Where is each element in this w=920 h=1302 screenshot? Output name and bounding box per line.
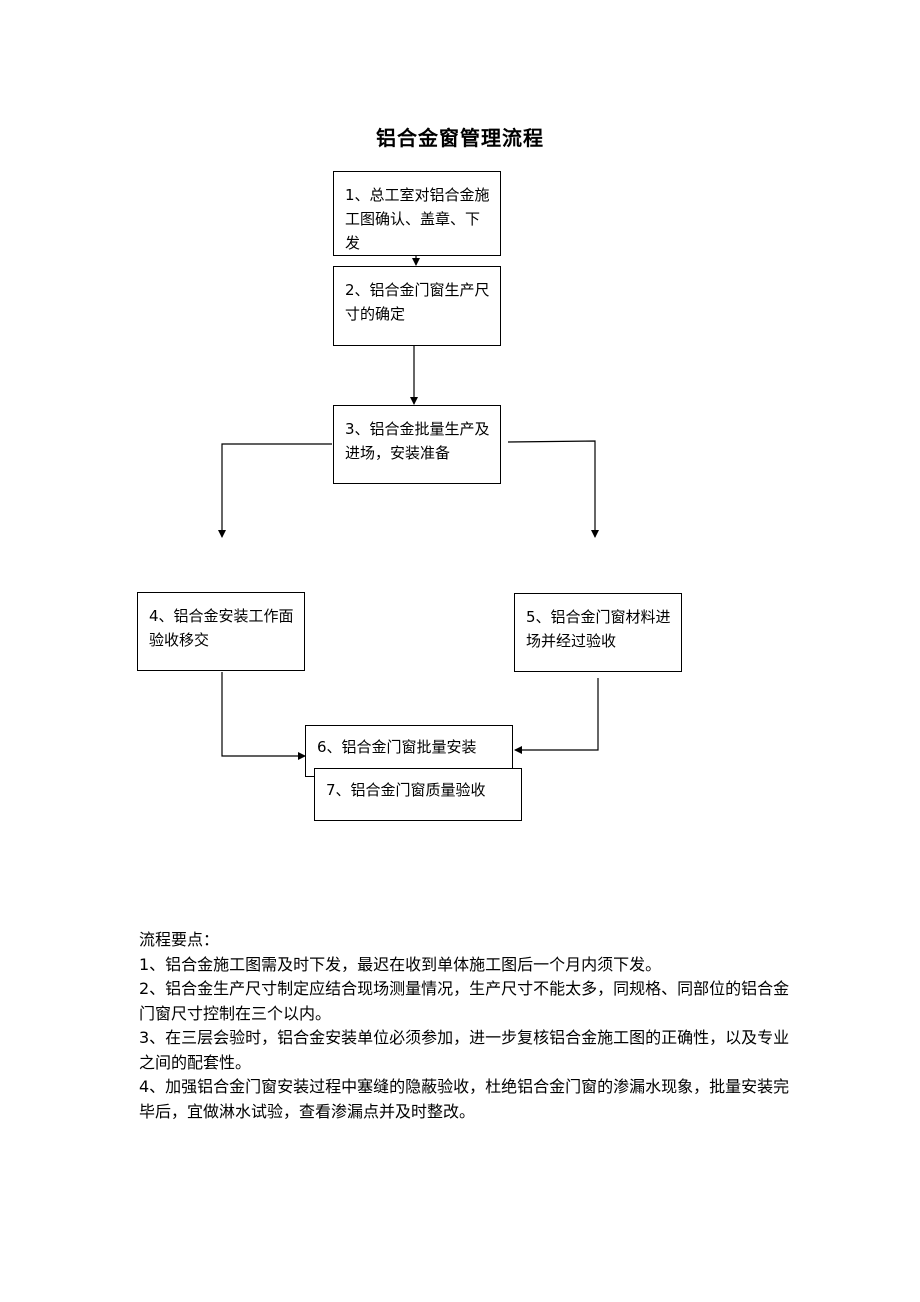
note-item-3: 3、在三层会验时，铝合金安装单位必须参加，进一步复核铝合金施工图的正确性，以及专… <box>139 1028 790 1072</box>
step-1-box: 1、总工室对铝合金施工图确认、盖章、下发 <box>333 171 501 256</box>
step-6-label: 6、铝合金门窗批量安装 <box>317 738 477 756</box>
note-item-4: 4、加强铝合金门窗安装过程中塞缝的隐蔽验收，杜绝铝合金门窗的渗漏水现象，批量安装… <box>139 1077 790 1121</box>
note-item-2: 2、铝合金生产尺寸制定应结合现场测量情况，生产尺寸不能太多，同规格、同部位的铝合… <box>139 979 790 1023</box>
arrow-step4-to-step6 <box>221 672 306 760</box>
step-7-box: 7、铝合金门窗质量验收 <box>314 768 522 821</box>
step-5-box: 5、铝合金门窗材料进场并经过验收 <box>514 593 682 672</box>
arrow-step5-to-step6 <box>514 678 599 754</box>
step-2-label: 2、铝合金门窗生产尺寸的确定 <box>345 281 490 323</box>
step-7-label: 7、铝合金门窗质量验收 <box>326 781 486 799</box>
step-3-box: 3、铝合金批量生产及进场，安装准备 <box>333 405 501 484</box>
step-3-label: 3、铝合金批量生产及进场，安装准备 <box>345 420 490 462</box>
step-1-label: 1、总工室对铝合金施工图确认、盖章、下发 <box>345 186 490 252</box>
step-4-label: 4、铝合金安装工作面验收移交 <box>149 607 294 649</box>
page-title: 铝合金窗管理流程 <box>376 126 544 150</box>
note-item-1: 1、铝合金施工图需及时下发，最迟在收到单体施工图后一个月内须下发。 <box>139 954 662 974</box>
process-notes: 流程要点： 1、铝合金施工图需及时下发，最迟在收到单体施工图后一个月内须下发。 … <box>139 928 799 1124</box>
step-2-box: 2、铝合金门窗生产尺寸的确定 <box>333 266 501 346</box>
arrow-step3-to-step5 <box>507 440 599 538</box>
step-5-label: 5、铝合金门窗材料进场并经过验收 <box>526 608 671 650</box>
step-4-box: 4、铝合金安装工作面验收移交 <box>137 592 305 671</box>
arrow-step3-to-step4 <box>218 443 332 538</box>
notes-heading: 流程要点： <box>139 930 220 949</box>
